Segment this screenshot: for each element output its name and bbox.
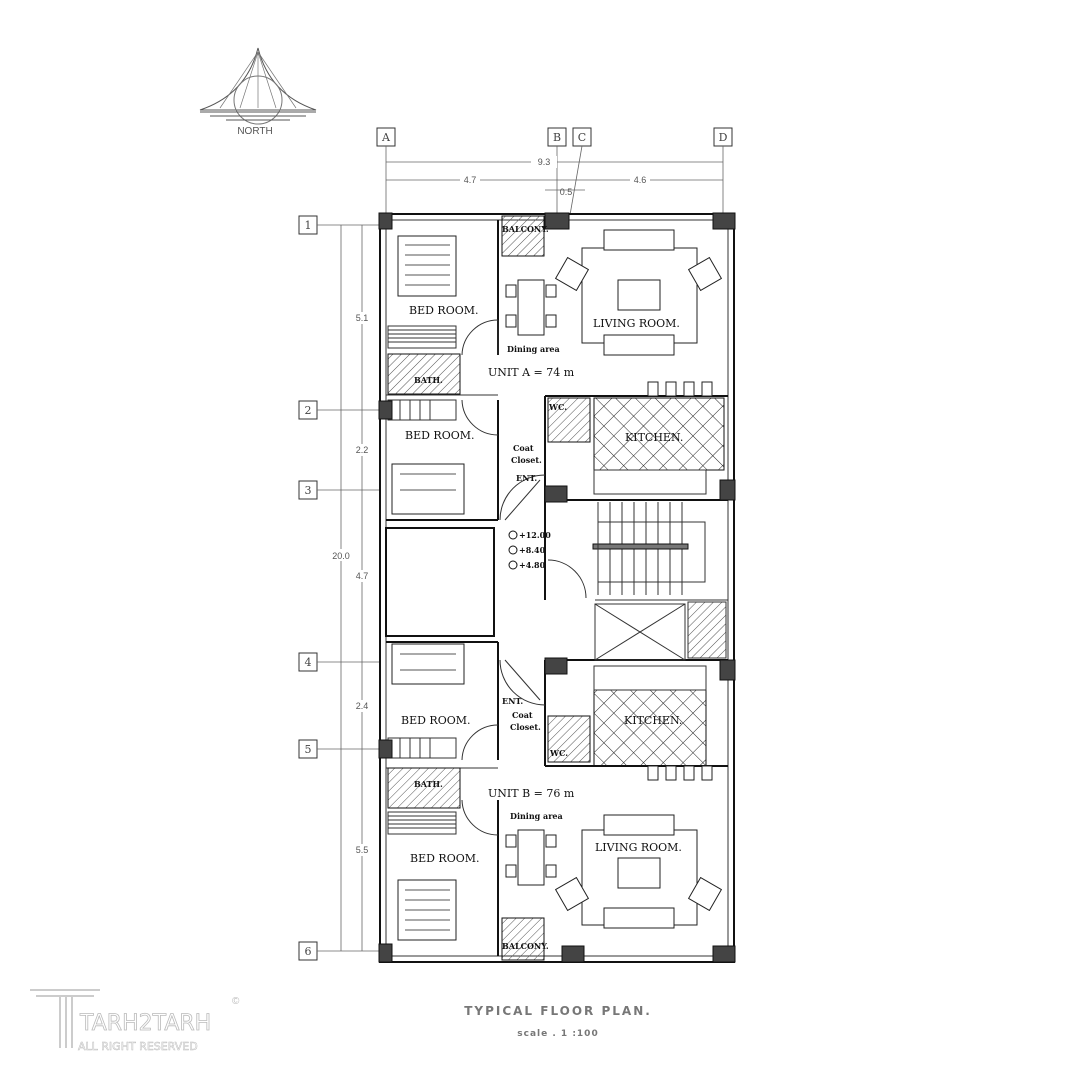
balcony-b <box>501 917 545 961</box>
north-label: NORTH <box>237 126 272 137</box>
wardrobes <box>387 325 457 835</box>
bedroom-b1-label: BED ROOM. <box>410 852 480 865</box>
kitchen-b-floor <box>593 689 707 767</box>
grid-rows: 1 2 3 4 5 6 <box>298 215 380 961</box>
grid-column-a: A <box>376 127 396 215</box>
coat-closet-b-label-1: Coat <box>512 710 533 720</box>
dining-b-label: Dining area <box>510 811 563 821</box>
svg-text:20.0: 20.0 <box>332 551 350 561</box>
horizontal-dimensions: 9.3 4.7 0.5 4.6 <box>386 156 723 197</box>
coat-closet-a-label-1: Coat <box>513 443 534 453</box>
north-arrow-icon <box>199 47 317 125</box>
bath-b <box>387 767 461 809</box>
bath-a <box>387 353 461 395</box>
kitchen-a-floor <box>593 397 725 471</box>
svg-text:9.3: 9.3 <box>538 157 551 167</box>
svg-text:+8.40: +8.40 <box>519 545 546 555</box>
plan-title: TYPICAL FLOOR PLAN. <box>464 1004 652 1018</box>
unit-a-title: UNIT A = 74 m <box>488 366 575 379</box>
bedroom-b2-label: BED ROOM. <box>401 714 471 727</box>
wc-b <box>547 715 591 763</box>
unit-b-title: UNIT B = 76 m <box>488 787 575 800</box>
svg-text:4.6: 4.6 <box>634 175 647 185</box>
grid-column-b: B <box>547 127 567 215</box>
bedroom-a2-label: BED ROOM. <box>405 429 475 442</box>
structural-columns <box>378 212 736 963</box>
svg-text:5.1: 5.1 <box>356 313 369 323</box>
svg-text:+12.00: +12.00 <box>519 530 551 540</box>
svg-text:B: B <box>553 131 561 144</box>
living-furniture <box>554 229 723 929</box>
grid-column-c: C <box>569 127 592 216</box>
svg-text:5.5: 5.5 <box>356 845 369 855</box>
wc-b-label: WC. <box>549 748 568 758</box>
grid-column-d: D <box>713 127 733 215</box>
balcony-a <box>501 215 545 257</box>
svg-text:2.2: 2.2 <box>356 445 369 455</box>
vertical-dimensions: 20.0 5.1 2.2 4.7 2.4 5.5 <box>330 225 370 951</box>
balcony-a-label: BALCONY. <box>502 224 549 234</box>
ent-b-label: ENT. <box>502 696 523 706</box>
tarh2tarh-logo: TARH2TARH ALL RIGHT RESERVED © <box>30 989 240 1053</box>
coat-closet-b-label-2: Closet. <box>510 722 541 732</box>
svg-text:4: 4 <box>305 656 312 669</box>
balcony-b-label: BALCONY. <box>502 941 549 951</box>
svg-text:TARH2TARH: TARH2TARH <box>79 1011 211 1036</box>
svg-text:C: C <box>578 131 586 144</box>
dining-a-label: Dining area <box>507 344 560 354</box>
svg-text:©: © <box>232 996 240 1007</box>
svg-text:3: 3 <box>305 484 312 497</box>
wc-a-label: WC. <box>548 402 567 412</box>
plan-scale: scale . 1 :100 <box>517 1029 598 1039</box>
svg-text:1: 1 <box>305 219 312 232</box>
doors[interactable] <box>461 319 587 836</box>
bath-a-label: BATH. <box>414 375 443 385</box>
svg-text:2.4: 2.4 <box>356 701 369 711</box>
bedroom-a1-label: BED ROOM. <box>409 304 479 317</box>
svg-text:0.5: 0.5 <box>560 187 573 197</box>
dining-tables <box>505 279 557 886</box>
svg-text:6: 6 <box>305 945 312 958</box>
kitchen-a-counter <box>593 469 707 495</box>
beds <box>391 235 465 941</box>
kitchen-a-label: KITCHEN. <box>625 431 683 444</box>
bath-b-label: BATH. <box>414 779 443 789</box>
living-b-label: LIVING ROOM. <box>595 841 682 854</box>
svg-text:+4.80: +4.80 <box>519 560 546 570</box>
svg-text:4.7: 4.7 <box>464 175 477 185</box>
kitchen-b-label: KITCHEN. <box>624 714 682 727</box>
svg-text:ALL RIGHT RESERVED: ALL RIGHT RESERVED <box>78 1040 198 1053</box>
level-markers: +12.00 +8.40 +4.80 <box>508 530 551 570</box>
living-a-label: LIVING ROOM. <box>593 317 680 330</box>
coat-closet-a-label-2: Closet. <box>511 455 542 465</box>
wc-a <box>547 397 591 443</box>
kitchen-b-counter <box>593 665 707 691</box>
svg-text:A: A <box>381 131 391 144</box>
svg-text:5: 5 <box>305 743 312 756</box>
svg-text:4.7: 4.7 <box>356 571 369 581</box>
svg-text:D: D <box>719 131 728 144</box>
ent-a-label: ENT. <box>516 473 537 483</box>
staircase <box>592 502 706 595</box>
svg-text:2: 2 <box>305 404 312 417</box>
